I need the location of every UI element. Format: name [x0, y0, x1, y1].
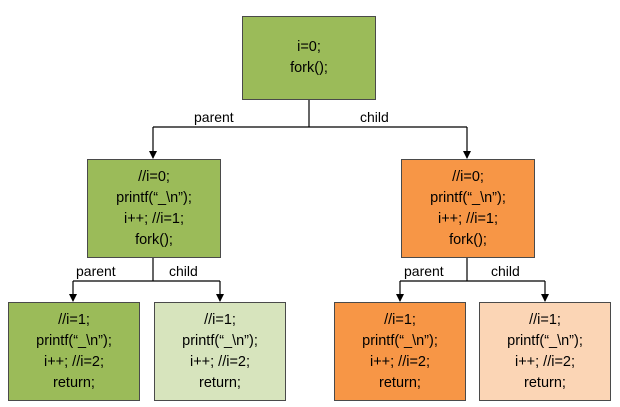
- code-line: printf(“_\n”);: [36, 332, 112, 349]
- child-parent-process-node: //i=1; printf(“_\n”); i++; //i=2; return…: [334, 302, 466, 401]
- code-line: printf(“_\n”);: [507, 332, 583, 349]
- code-line: printf(“_\n”);: [430, 189, 506, 206]
- edge-label-root-parent: parent: [194, 109, 234, 125]
- edge-label-child-parent: parent: [404, 263, 444, 279]
- code-line: return;: [379, 374, 421, 391]
- code-line: //i=0;: [452, 168, 484, 185]
- code-line: //i=1;: [58, 311, 90, 328]
- code-line: //i=1;: [529, 311, 561, 328]
- code-line: //i=1;: [384, 311, 416, 328]
- parent-parent-process-node: //i=1; printf(“_\n”); i++; //i=2; return…: [8, 302, 140, 401]
- code-line: i++; //i=2;: [43, 353, 105, 370]
- code-line: i=0;: [297, 39, 321, 55]
- code-line: i++; //i=1;: [123, 210, 185, 227]
- code-line: i++; //i=2;: [514, 353, 576, 370]
- code-line: printf(“_\n”);: [362, 332, 438, 349]
- parent-child-process-node: //i=1; printf(“_\n”); i++; //i=2; return…: [154, 302, 286, 401]
- code-line: printf(“_\n”);: [116, 189, 192, 206]
- code-line: fork();: [290, 60, 328, 76]
- code-line: return;: [53, 374, 95, 391]
- code-line: //i=0;: [138, 168, 170, 185]
- edge-label-parent-child: child: [169, 263, 198, 279]
- code-line: return;: [524, 374, 566, 391]
- root-process-node: i=0; fork();: [242, 16, 376, 100]
- code-line: printf(“_\n”);: [182, 332, 258, 349]
- code-line: return;: [199, 374, 241, 391]
- child-process-node: //i=0; printf(“_\n”); i++; //i=1; fork()…: [401, 159, 535, 258]
- code-line: //i=1;: [204, 311, 236, 328]
- code-line: fork();: [449, 231, 487, 248]
- edge-label-child-child: child: [491, 263, 520, 279]
- edge-label-root-child: child: [360, 109, 389, 125]
- code-line: i++; //i=2;: [189, 353, 251, 370]
- child-child-process-node: //i=1; printf(“_\n”); i++; //i=2; return…: [479, 302, 611, 401]
- edge-label-parent-parent: parent: [76, 263, 116, 279]
- code-line: i++; //i=2;: [369, 353, 431, 370]
- parent-process-node: //i=0; printf(“_\n”); i++; //i=1; fork()…: [87, 159, 221, 258]
- code-line: fork();: [135, 231, 173, 248]
- code-line: i++; //i=1;: [437, 210, 499, 227]
